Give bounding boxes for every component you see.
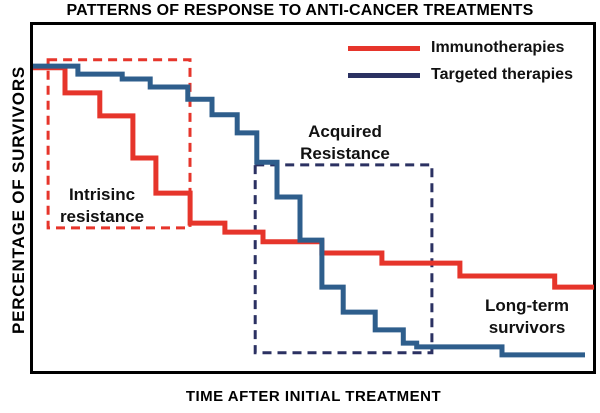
acquired-resistance-box: [253, 163, 434, 355]
annotation-acquired-resistance-line1: Acquired: [308, 122, 382, 141]
legend: Immunotherapies Targeted therapies: [348, 36, 573, 90]
legend-label-immunotherapies: Immunotherapies: [431, 39, 565, 56]
chart-title: PATTERNS OF RESPONSE TO ANTI-CANCER TREA…: [66, 2, 534, 19]
targeted-therapies-curve: [33, 63, 585, 358]
immunotherapies-line-swatch: [348, 45, 420, 51]
annotation-long-term-survivors-line1: Long-term: [484, 296, 570, 315]
annotation-intrinsic-resistance-line2: resistance: [59, 207, 145, 226]
targeted-therapies-line-swatch: [348, 72, 420, 78]
immunotherapies-curve: [33, 65, 594, 290]
annotation-intrinsic-resistance: Intrisinc resistance: [60, 184, 144, 228]
annotation-intrinsic-resistance-line1: Intrisinc: [68, 185, 136, 204]
x-axis-label: TIME AFTER INITIAL TREATMENT: [185, 388, 442, 405]
annotation-long-term-survivors: Long-term survivors: [485, 295, 569, 339]
legend-item-targeted-therapies: Targeted therapies: [348, 63, 573, 87]
annotation-acquired-resistance-line2: Resistance: [300, 144, 390, 163]
annotation-long-term-survivors-line2: survivors: [488, 318, 566, 337]
legend-label-targeted-therapies: Targeted therapies: [431, 66, 573, 83]
legend-item-immunotherapies: Immunotherapies: [348, 36, 573, 60]
annotation-acquired-resistance: Acquired Resistance: [300, 121, 390, 165]
plot-area-border: [30, 22, 596, 374]
intrinsic-resistance-box: [46, 58, 192, 230]
